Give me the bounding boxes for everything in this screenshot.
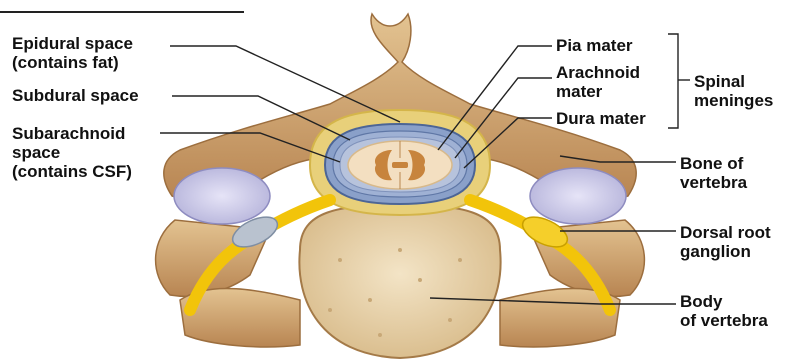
label-spinal-meninges: Spinal meninges [694,72,773,110]
label-arachnoid-line1: Arachnoid [556,63,640,82]
label-body-of-vertebra: Body of vertebra [680,292,768,330]
label-subarachnoid-line2: space [12,143,132,162]
label-ganglion-line2: ganglion [680,242,771,261]
label-meninges-line1: Spinal [694,72,773,91]
label-subarachnoid-space: Subarachnoid space (contains CSF) [12,124,132,181]
vertebral-body [299,205,500,358]
left-articular-disc [174,168,270,224]
label-dura-mater: Dura mater [556,109,646,128]
label-body-line2: of vertebra [680,311,768,330]
right-articular-disc [530,168,626,224]
label-dorsal-root-ganglion: Dorsal root ganglion [680,223,771,261]
label-epidural-space: Epidural space (contains fat) [12,34,133,72]
label-ganglion-line1: Dorsal root [680,223,771,242]
label-bone-line1: Bone of [680,154,747,173]
label-epidural-line2: (contains fat) [12,53,133,72]
label-bone-line2: vertebra [680,173,747,192]
label-bone-of-vertebra: Bone of vertebra [680,154,747,192]
label-arachnoid-line2: mater [556,82,640,101]
label-subarachnoid-line1: Subarachnoid [12,124,132,143]
label-body-line1: Body [680,292,768,311]
label-pia-mater: Pia mater [556,36,633,55]
meninges-bracket [668,34,678,128]
label-arachnoid-mater: Arachnoid mater [556,63,640,101]
label-subdural-space: Subdural space [12,86,139,105]
label-meninges-line2: meninges [694,91,773,110]
label-epidural-line1: Epidural space [12,34,133,53]
label-subarachnoid-line3: (contains CSF) [12,162,132,181]
